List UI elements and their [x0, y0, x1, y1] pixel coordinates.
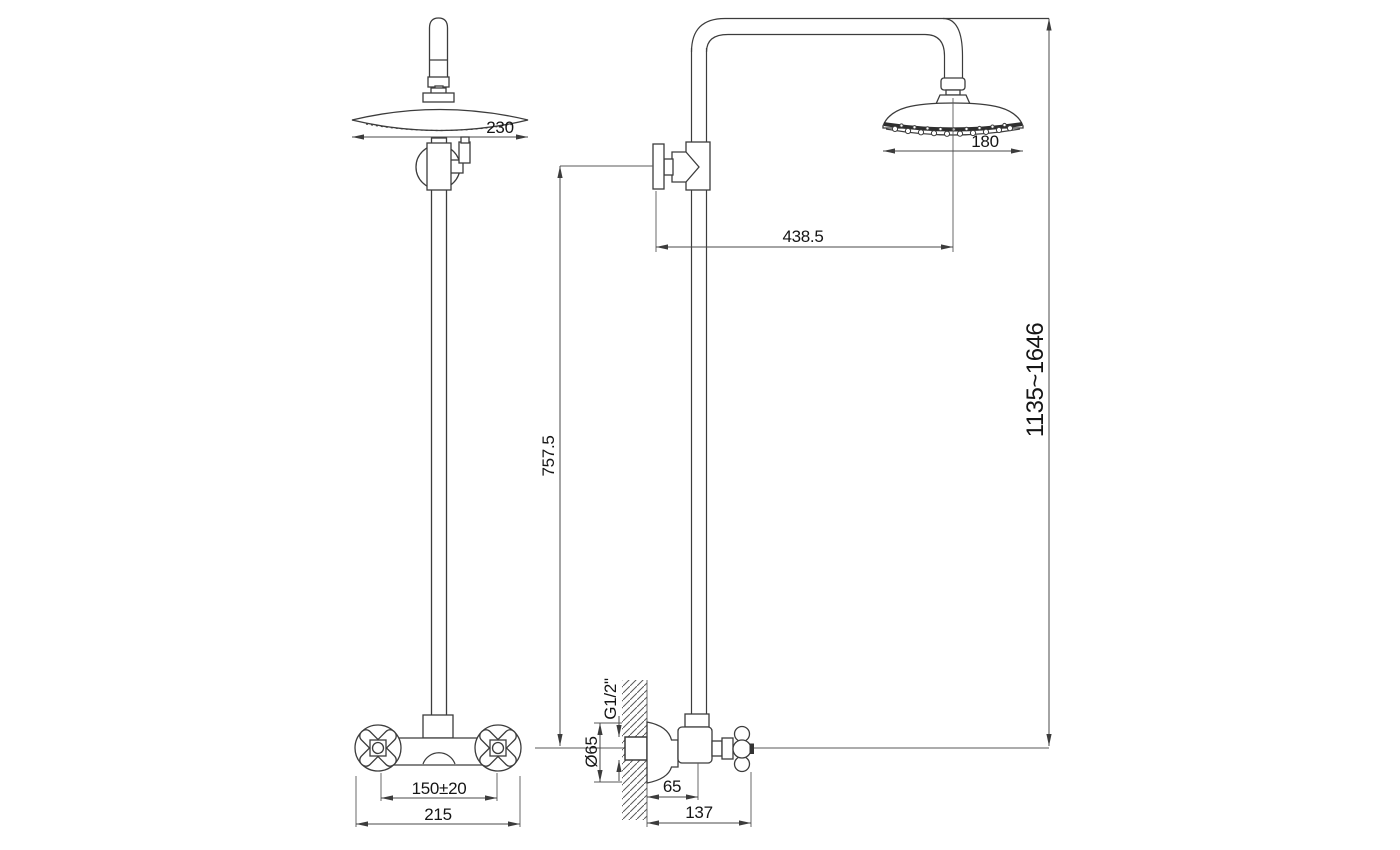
dim-wall-to-riser: 65 [647, 777, 698, 800]
front-right-handle [474, 724, 522, 772]
dim-head-diameter: 180 [883, 132, 1023, 154]
front-shower-head-nozzle-line [365, 123, 515, 132]
front-head-mount [422, 92, 455, 103]
bracket-chevron [671, 151, 700, 183]
side-view: 180 438.5 757.5 1135~1646 [535, 17, 1052, 827]
dim-wall-to-handle: 137 [647, 772, 752, 827]
side-arm-outer [690, 17, 1049, 53]
dim-label-head-width: 230 [486, 118, 513, 137]
dim-riser-height: 757.5 [539, 165, 653, 746]
dim-handle-spacing: 150±20 [380, 773, 498, 801]
side-head-collar [945, 89, 961, 96]
valve-neck-2 [721, 737, 734, 760]
dim-arm-reach: 438.5 [655, 191, 953, 252]
front-diverter-cap [460, 136, 470, 144]
dim-label-wall-to-riser: 65 [663, 777, 681, 796]
side-head-nut [940, 77, 966, 91]
front-diverter-knob [458, 141, 471, 164]
side-head-nozzles [891, 122, 1014, 137]
front-valve-boss [422, 752, 456, 765]
dim-label-handle-spacing: 150±20 [412, 779, 467, 798]
dim-label-thread-size: G1/2" [601, 678, 620, 720]
side-wall-bracket [652, 141, 711, 191]
dim-label-wall-to-handle: 137 [685, 803, 712, 822]
front-diverter-body [426, 142, 452, 191]
dim-label-riser-height: 757.5 [539, 435, 558, 476]
front-riser-pipe [430, 137, 448, 717]
valve-neck-1 [711, 740, 723, 757]
dim-overall-width: 215 [355, 776, 521, 827]
front-left-handle [354, 724, 402, 772]
dim-head-width: 230 [352, 118, 528, 140]
threaded-nipple [624, 736, 648, 761]
side-shower-head [882, 77, 1024, 252]
dim-label-head-diameter: 180 [971, 132, 998, 151]
side-head-rim [884, 122, 1022, 132]
front-view: 230 [351, 17, 529, 827]
valve-top-nut [684, 713, 710, 728]
side-arm-inner [705, 33, 946, 78]
side-cross-handle [732, 725, 754, 773]
dim-label-arm-reach: 438.5 [782, 227, 823, 246]
front-valve-inlet [422, 714, 454, 739]
valve-body-side [677, 726, 713, 764]
bracket-wall-plate [652, 143, 665, 190]
side-handle-cap [749, 743, 754, 754]
dim-flange-diameter: Ø65 [582, 722, 622, 783]
dim-label-flange-diameter: Ø65 [582, 736, 601, 767]
dim-label-overall-width: 215 [424, 805, 451, 824]
escutcheon-flange [646, 721, 679, 784]
side-arm-bend [942, 17, 964, 78]
dim-thread-size: G1/2" [601, 678, 622, 781]
bracket-stem [663, 158, 674, 176]
dim-label-overall-height: 1135~1646 [1022, 323, 1049, 438]
front-top-pipe [428, 17, 449, 79]
side-valve [624, 713, 754, 800]
dim-overall-height: 1135~1646 [1022, 18, 1052, 746]
